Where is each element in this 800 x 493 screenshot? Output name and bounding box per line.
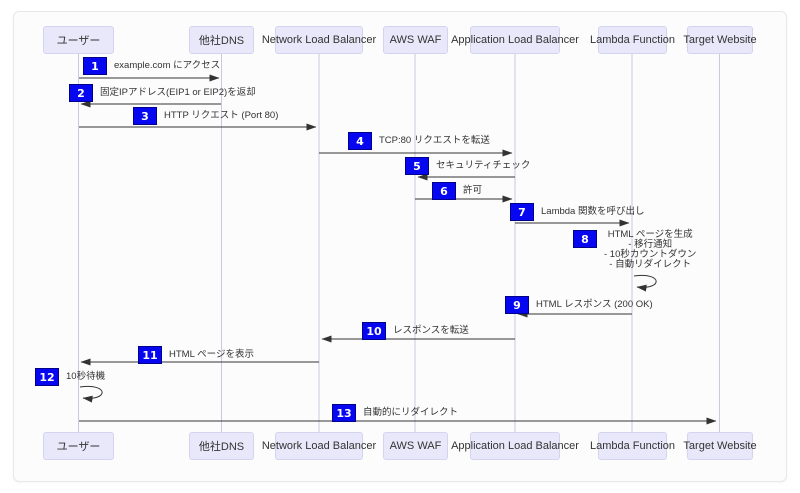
- actor-user-top: ユーザー: [43, 26, 114, 54]
- message-10: 10 レスポンスを転送: [362, 322, 469, 340]
- actor-lambda-top: Lambda Function: [590, 26, 675, 54]
- actor-target-top: Target Website: [683, 26, 757, 54]
- message-text: セキュリティチェック: [436, 160, 531, 171]
- actor-target-bottom: Target Website: [683, 432, 757, 460]
- message-12: 12 10秒待機: [35, 368, 105, 386]
- sequence-number-badge: 6: [432, 182, 456, 200]
- actor-label: ユーザー: [56, 35, 101, 47]
- arrow-12-self-loop: [79, 385, 103, 403]
- message-arrows: [79, 74, 717, 425]
- message-6: 6 許可: [432, 182, 482, 200]
- sequence-number-badge: 2: [69, 84, 93, 102]
- message-8: 8 HTML ページを生成 - 移行通知 - 10秒カウントダウン - 自動リダ…: [573, 230, 696, 270]
- actor-alb-bottom: Application Load Balancer: [451, 432, 579, 460]
- actor-dns-top: 他社DNS: [189, 26, 254, 54]
- message-4: 4 TCP:80 リクエストを転送: [348, 132, 490, 150]
- message-1: 1 example.com にアクセス: [83, 57, 220, 75]
- message-text: TCP:80 リクエストを転送: [379, 135, 490, 146]
- message-text: example.com にアクセス: [114, 60, 221, 71]
- actor-label: AWS WAF: [389, 440, 442, 452]
- actor-alb-top: Application Load Balancer: [451, 26, 579, 54]
- message-7: 7 Lambda 関数を呼び出し: [510, 203, 644, 221]
- actor-waf-top: AWS WAF: [383, 26, 448, 54]
- sequence-number-badge: 13: [332, 404, 356, 422]
- actor-nlb-top: Network Load Balancer: [262, 26, 376, 54]
- sequence-number-badge: 7: [510, 203, 534, 221]
- message-3: 3 HTTP リクエスト (Port 80): [133, 107, 278, 125]
- message-text: Lambda 関数を呼び出し: [541, 206, 645, 217]
- sequence-number-badge: 5: [405, 157, 429, 175]
- message-text: レスポンスを転送: [393, 325, 469, 336]
- message-2: 2 固定IPアドレス(EIP1 or EIP2)を返却: [69, 84, 256, 102]
- message-text: 自動的にリダイレクト: [363, 407, 459, 418]
- actor-nlb-bottom: Network Load Balancer: [262, 432, 376, 460]
- actor-label: Network Load Balancer: [261, 34, 377, 46]
- message-text: HTTP リクエスト (Port 80): [164, 110, 279, 121]
- message-13: 13 自動的にリダイレクト: [332, 404, 458, 422]
- actor-waf-bottom: AWS WAF: [383, 432, 448, 460]
- actor-label: Application Load Balancer: [451, 440, 579, 452]
- sequence-number-badge: 9: [505, 296, 529, 314]
- message-line: - 自動リダイレクト: [609, 259, 692, 270]
- actor-label: 他社DNS: [198, 35, 245, 47]
- message-5: 5 セキュリティチェック: [405, 157, 530, 175]
- lifelines-layer: [78, 54, 720, 432]
- message-line: - 10秒カウントダウン: [604, 249, 697, 260]
- sequence-number-badge: 10: [362, 322, 386, 340]
- message-line: HTML ページを生成: [607, 229, 693, 240]
- sequence-number-badge: 1: [83, 57, 107, 75]
- actor-label: 他社DNS: [198, 441, 245, 453]
- sequence-number-badge: 8: [573, 230, 597, 248]
- actor-user-bottom: ユーザー: [43, 432, 114, 460]
- actor-label: Target Website: [683, 34, 757, 46]
- message-text: 固定IPアドレス(EIP1 or EIP2)を返却: [100, 87, 256, 98]
- message-text: HTML ページを表示: [169, 349, 254, 360]
- sequence-number-badge: 3: [133, 107, 157, 125]
- actor-label: AWS WAF: [389, 34, 442, 46]
- message-text: 許可: [463, 185, 483, 196]
- actor-lambda-bottom: Lambda Function: [590, 432, 675, 460]
- actor-label: Lambda Function: [590, 440, 675, 452]
- message-text: HTML レスポンス (200 OK): [536, 299, 653, 310]
- message-11: 11 HTML ページを表示: [138, 346, 254, 364]
- message-text: 10秒待機: [66, 371, 106, 382]
- message-9: 9 HTML レスポンス (200 OK): [505, 296, 653, 314]
- sequence-number-badge: 11: [138, 346, 162, 364]
- actor-label: ユーザー: [56, 441, 101, 453]
- actor-label: Lambda Function: [590, 34, 675, 46]
- diagram-card: [13, 11, 787, 482]
- arrow-8-self-loop: [633, 274, 657, 292]
- actor-label: Application Load Balancer: [451, 34, 579, 46]
- message-text: HTML ページを生成 - 移行通知 - 10秒カウントダウン - 自動リダイレ…: [604, 230, 696, 270]
- sequence-number-badge: 4: [348, 132, 372, 150]
- message-line: - 移行通知: [628, 239, 673, 250]
- actor-dns-bottom: 他社DNS: [189, 432, 254, 460]
- sequence-number-badge: 12: [35, 368, 59, 386]
- actor-label: Target Website: [683, 440, 757, 452]
- actor-label: Network Load Balancer: [261, 440, 377, 452]
